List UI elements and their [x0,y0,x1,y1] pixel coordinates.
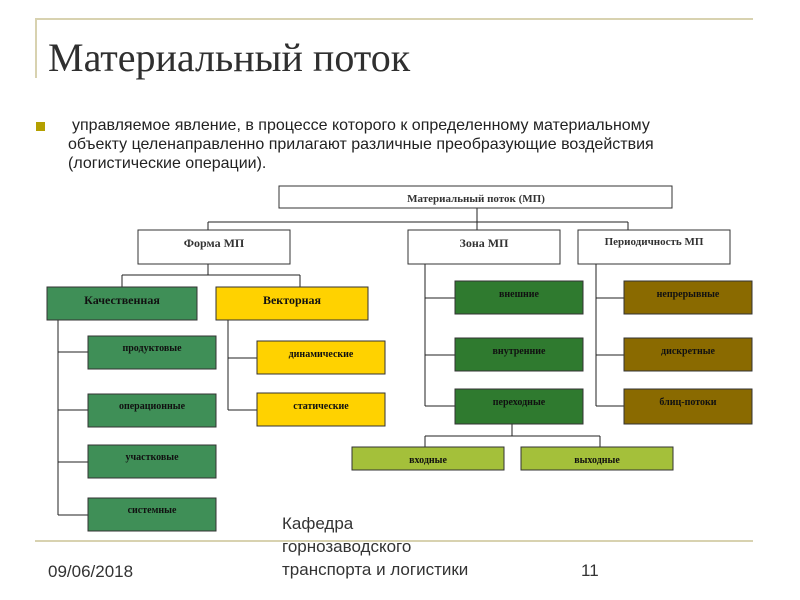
category-zone-label: Зона МП [460,236,510,250]
root-node: Материальный поток (МП) [278,185,673,209]
item-label: выходные [574,455,620,466]
transition-item: выходные [520,446,674,471]
top-rule [35,18,753,20]
item-label: переходные [493,397,546,408]
footer-department: Кафедра горнозаводского транспорта и лог… [282,512,522,581]
definition-line: (логистические операции). [68,155,267,172]
item-label: системные [128,505,177,516]
category-periodicity: Периодичность МП [577,229,731,265]
vector-item: статические [256,392,386,427]
qualitative-item: системные [87,497,217,532]
qualitative-item: операционные [87,393,217,428]
periodicity-item: непрерывные [623,280,753,315]
definition-line: объекту целенаправленно прилагают различ… [68,136,654,153]
footer-department-line: транспорта и логистики [282,560,469,579]
type-vector-label: Векторная [263,293,322,307]
item-label: продуктовые [122,343,182,354]
periodicity-item: блиц-потоки [623,388,753,425]
type-vector: Векторная [215,286,369,321]
bullet-square-icon [36,122,45,131]
item-label: непрерывные [657,289,720,300]
item-label: блиц-потоки [659,397,716,408]
zone-item: внутренние [454,337,584,372]
category-zone: Зона МП [407,229,561,265]
item-label: внутренние [493,346,546,357]
category-form-label: Форма МП [184,236,245,250]
page-number: 11 [581,561,599,580]
footer-date: 09/06/2018 [48,562,134,581]
footer-department-line: горнозаводского [282,537,412,556]
type-qualitative: Качественная [46,286,198,321]
item-label: статические [293,401,349,412]
qualitative-item: участковые [87,444,217,479]
category-form: Форма МП [137,229,291,265]
item-label: участковые [125,452,179,463]
definition-line: управляемое явление, в процессе которого… [72,117,650,134]
category-periodicity-label: Периодичность МП [605,236,704,248]
item-label: внешние [499,289,540,300]
root-label: Материальный поток (МП) [407,193,545,205]
zone-item: переходные [454,388,584,425]
zone-item: внешние [454,280,584,315]
item-label: операционные [119,401,186,412]
definition-text: управляемое явление, в процессе которого… [68,116,758,173]
item-label: входные [409,455,447,466]
qualitative-item: продуктовые [87,335,217,370]
item-label: динамические [289,349,354,360]
type-qualitative-label: Качественная [84,293,160,307]
bottom-rule [35,540,753,542]
vector-item: динамические [256,340,386,375]
footer-department-line: Кафедра [282,514,354,533]
periodicity-item: дискретные [623,337,753,372]
left-rule [35,18,37,78]
slide-title: Материальный поток [48,35,411,80]
item-label: дискретные [661,346,716,357]
transition-item: входные [351,446,505,471]
